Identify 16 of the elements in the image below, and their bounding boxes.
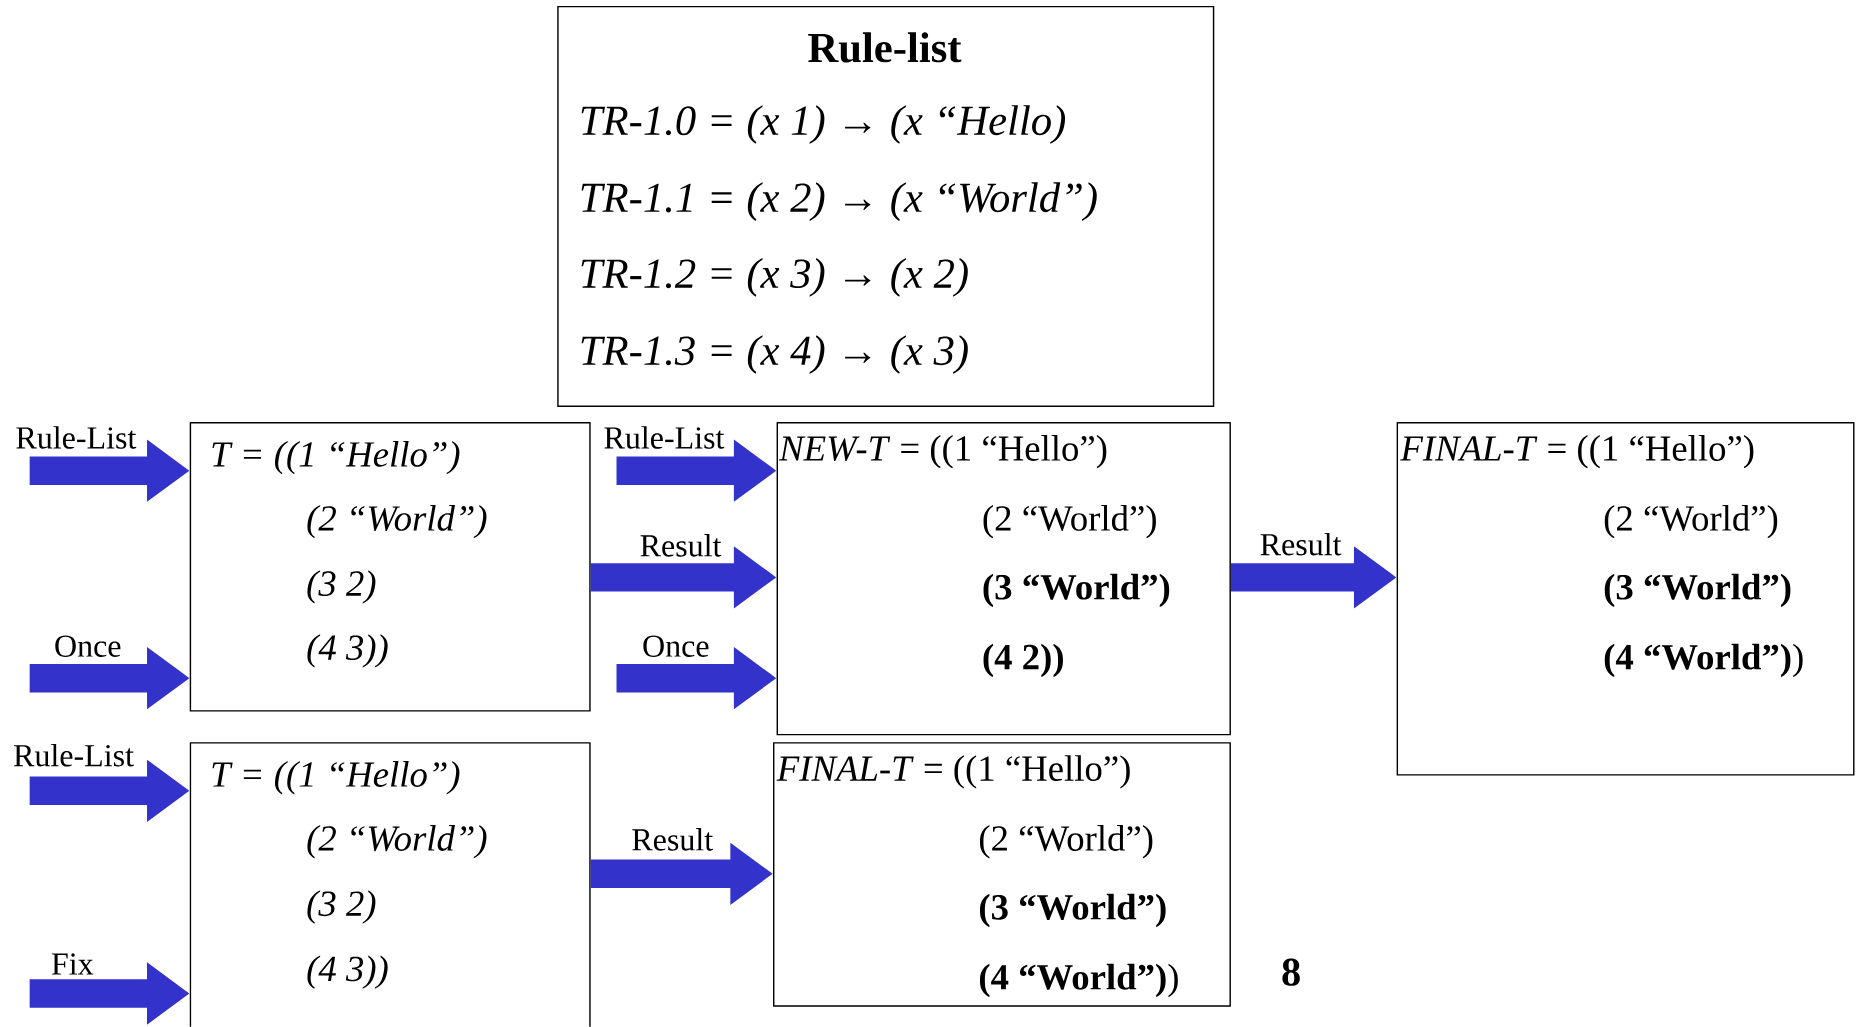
tree-box: FINAL-T = ((1 “Hello”) (2 “World”) (3 “World”) (4 “World”)): [773, 742, 1231, 1007]
edge-label: Result: [638, 533, 723, 558]
edge-label: Once: [640, 634, 711, 659]
tree-box: FINAL-T = ((1 “Hello”) (2 “World”) (3 “World”) (4 “World”)): [1396, 422, 1855, 776]
rule-list-box: Rule-list TR-1.0 = (x 1) → (x “Hello) TR-1.1 = (x 2) → (x “World”) TR-1.2 = (x 3) → (x 2) TR-1.3 = (x 4) → (x 3): [557, 6, 1215, 408]
edge-label: Once: [52, 634, 123, 659]
edge-label: Result: [1258, 531, 1343, 557]
edge-label: Rule-List: [14, 425, 138, 451]
edge-label: Fix: [49, 952, 95, 976]
tree-box: T = ((1 “Hello”) (2 “World”) (3 2) (4 3)): [189, 422, 591, 712]
page-number: 8: [1282, 958, 1300, 986]
tree-box: NEW-T = ((1 “Hello”) (2 “World”) (3 “World”) (4 2)): [776, 422, 1231, 736]
tree-box: T = ((1 “Hello”) (2 “World”) (3 2) (4 3)): [189, 742, 591, 1027]
edge-label: Rule-List: [11, 742, 136, 768]
edge-label: Rule-List: [602, 425, 726, 451]
edge-label: Result: [630, 827, 715, 852]
